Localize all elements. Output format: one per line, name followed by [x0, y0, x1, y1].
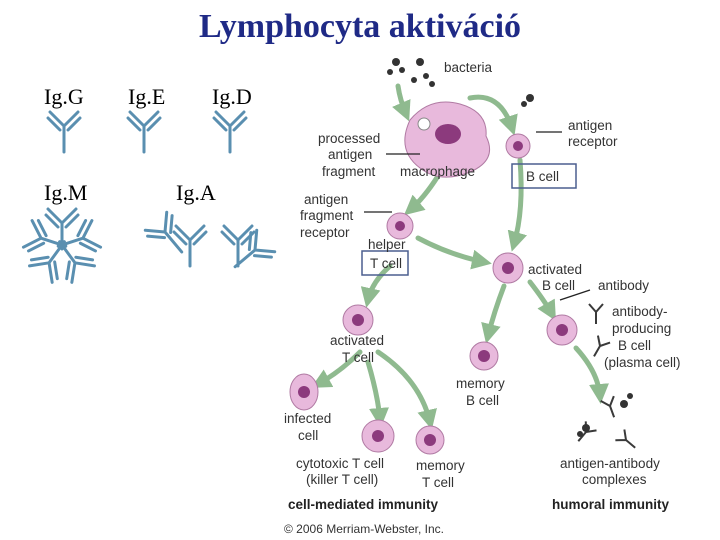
processed-label-2: antigen	[328, 147, 372, 162]
ige-molecule-icon	[126, 110, 162, 154]
memory-t-cell-icon	[415, 425, 445, 455]
plasma-cell-icon	[546, 314, 578, 346]
memory-b-label-1: memory	[456, 376, 505, 391]
complex-label-2: complexes	[582, 472, 647, 487]
memory-b-cell-icon	[469, 341, 499, 371]
memory-t-label-1: memory	[416, 458, 465, 473]
igg-label: Ig.G	[44, 84, 84, 109]
activated-t-label-2: T cell	[342, 350, 374, 365]
antigen-receptor-label-2: receptor	[568, 134, 618, 149]
antibody-producing-label-1: antibody-	[612, 304, 668, 319]
humoral-immunity-label: humoral immunity	[552, 497, 670, 512]
processed-label-1: processed	[318, 131, 380, 146]
processed-label-3: fragment	[322, 164, 376, 179]
infected-label-1: infected	[284, 411, 331, 426]
antibody-producing-label-4: (plasma cell)	[604, 355, 681, 370]
infected-label-2: cell	[298, 428, 318, 443]
memory-b-label-2: B cell	[466, 393, 499, 408]
antigen-fragment-receptor-label-3: receptor	[300, 225, 350, 240]
bacteria-icon	[387, 58, 534, 107]
antibody-label: antibody	[598, 278, 649, 293]
activated-b-label-1: activated	[528, 262, 582, 277]
macrophage-cell-icon	[404, 101, 490, 178]
activated-t-label-1: activated	[330, 333, 384, 348]
igd-molecule-icon	[212, 110, 248, 154]
antigen-fragment-receptor-label-1: antigen	[304, 192, 348, 207]
cytotoxic-label-2: (killer T cell)	[306, 472, 378, 487]
igm-pentamer-icon	[21, 207, 103, 286]
igd-label: Ig.D	[212, 84, 252, 109]
antibody-producing-label-3: B cell	[618, 338, 651, 353]
antigen-antibody-complex-icon	[577, 393, 633, 437]
pointer-lines	[364, 131, 591, 301]
antigen-receptor-label-1: antigen	[568, 118, 612, 133]
helper-label: helper	[368, 237, 406, 252]
antigen-fragment-receptor-label-2: fragment	[300, 208, 354, 223]
activated-b-label-2: B cell	[542, 278, 575, 293]
igm-label: Ig.M	[44, 180, 88, 205]
page-title: Lymphocyta aktiváció	[198, 8, 522, 45]
iga-dimer-icon	[142, 209, 278, 281]
cytotoxic-label-1: cytotoxic T cell	[296, 456, 384, 471]
helper-t-cell-icon	[386, 212, 414, 240]
memory-t-label-2: T cell	[422, 475, 454, 490]
infected-cell-icon	[289, 373, 319, 411]
activated-t-cell-icon	[342, 304, 374, 336]
igg-molecule-icon	[46, 110, 82, 154]
t-cell-label: T cell	[370, 256, 402, 271]
pathway-arrows	[310, 83, 609, 430]
activated-b-cell-icon	[492, 252, 524, 284]
ige-label: Ig.E	[128, 84, 166, 109]
macrophage-label: macrophage	[400, 164, 475, 179]
cytotoxic-t-cell-icon	[361, 419, 395, 453]
iga-label: Ig.A	[176, 180, 216, 205]
cell-mediated-immunity-label: cell-mediated immunity	[288, 497, 439, 512]
copyright-label: © 2006 Merriam-Webster, Inc.	[284, 522, 444, 536]
complex-label-1: antigen-antibody	[560, 456, 660, 471]
b-cell-icon	[505, 133, 531, 159]
b-cell-box	[511, 163, 577, 189]
b-cell-label: B cell	[526, 169, 559, 184]
antibody-producing-label-2: producing	[612, 321, 671, 336]
bacteria-label: bacteria	[444, 60, 493, 75]
t-cell-box	[361, 250, 409, 276]
